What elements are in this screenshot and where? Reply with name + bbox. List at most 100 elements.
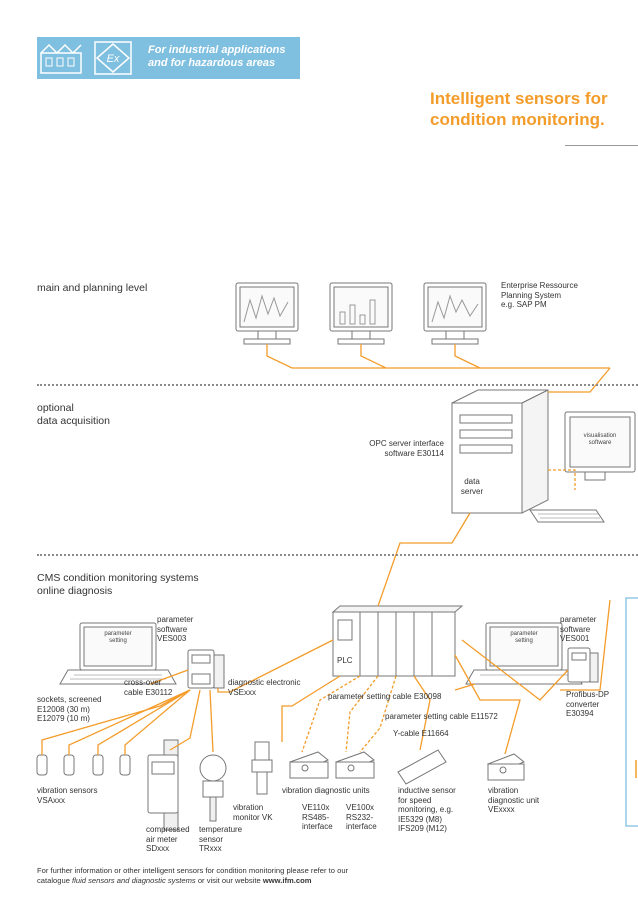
param-cable-e30098-label: parameter setting cable E30098 (328, 692, 442, 701)
data-server-tower (451, 389, 549, 514)
vib-diag-units-label: vibration diagnostic units (282, 786, 370, 795)
air-line-1: compressed (146, 825, 190, 834)
section-divider-1 (37, 384, 638, 386)
vib-diag-unit-line-1: vibration (488, 786, 519, 795)
footer-catalogue-text: catalogue (37, 876, 73, 885)
ve110-line-2: RS485- (302, 812, 330, 822)
section-cms: CMS condition monitoring systems online … (37, 572, 199, 598)
ve100-line-3: interface (346, 822, 377, 831)
air-line-2: air meter (146, 834, 178, 844)
title-line-2: condition monitoring. (430, 110, 605, 129)
air-line-3: SDxxx (146, 844, 170, 853)
banner-line-1: For industrial applications (148, 44, 286, 56)
sockets-line-1: sockets, screened (37, 695, 102, 704)
title-line-1: Intelligent sensors for (430, 89, 608, 108)
right-param-setting-line-1: parameter (510, 631, 538, 637)
erp-monitor-2 (329, 282, 393, 345)
visualisation-line-2: software (588, 440, 612, 446)
profibus-line-3: E30394 (566, 709, 594, 718)
diag-electronic-label: diagnostic electronic VSExxx (228, 678, 300, 697)
data-server-line-1: data (464, 477, 480, 486)
footer-website-link[interactable]: www.ifm.com (262, 876, 312, 885)
page-title: Intelligent sensors for condition monito… (430, 88, 608, 130)
section-optional-line-1: optional (37, 402, 74, 414)
vib-diag-unit-line-2: diagnostic unit (488, 795, 540, 805)
svg-text:Ex: Ex (107, 53, 120, 65)
sockets-label: sockets, screened E12008 (30 m) E12079 (… (37, 695, 101, 724)
ve110-line-3: interface (302, 822, 333, 831)
factory-icon (37, 39, 85, 77)
plc-unit (331, 605, 464, 677)
data-server-label: data server (458, 477, 486, 496)
footer-line-2: catalogue fluid sensors and diagnostic s… (37, 876, 348, 886)
crossover-cable-label: cross-over cable E30112 (124, 678, 172, 697)
erp-monitor-3 (423, 282, 487, 345)
footer-line-1: For further information or other intelli… (37, 866, 349, 875)
air-meter-label: compressed air meter SDxxx (146, 825, 190, 854)
temp-line-2: sensor (199, 834, 224, 844)
ycable-label: Y-cable E11664 (393, 729, 449, 738)
erp-monitor-1 (235, 282, 299, 345)
erp-label: Enterprise Ressource Planning System e.g… (501, 281, 578, 310)
inductive-line-3: monitoring, e.g. (398, 805, 454, 814)
left-laptop-screen-label: parameter setting (84, 631, 152, 645)
erp-line-3: e.g. SAP PM (501, 300, 547, 309)
vib-sensors-line-1: vibration sensors (37, 786, 98, 795)
diag-elec-line-2: VSExxx (228, 687, 257, 697)
profibus-converter (567, 647, 599, 683)
vib-monitor-line-1: vibration (233, 803, 264, 812)
param-cable-e11572-label: parameter setting cable E11572 (385, 712, 498, 721)
vib-sensors-line-2: VSAxxx (37, 795, 66, 805)
footer-website-text: or visit our website (195, 876, 263, 885)
crossover-line-1: cross-over (124, 678, 162, 687)
footer-catalogue-title: fluid sensors and diagnostic systems (72, 876, 196, 885)
vib-diag-unit-label: vibration diagnostic unit VExxxx (488, 786, 539, 815)
param-software-left-label: parameter software VES003 (157, 615, 193, 644)
ve110-line-1: VE110x (302, 803, 330, 812)
sockets-line-2: E12008 (30 m) (37, 704, 90, 714)
param-sw-right-line-2: software (560, 624, 591, 634)
ve100-line-1: VE100x (346, 803, 375, 812)
erp-line-1: Enterprise Ressource (501, 281, 578, 290)
visualisation-label: visualisation software (570, 433, 630, 447)
right-laptop-screen-label: parameter setting (490, 631, 558, 645)
sockets-line-3: E12079 (10 m) (37, 714, 90, 723)
footer-note: For further information or other intelli… (37, 866, 348, 886)
param-software-right-label: parameter software VES001 (560, 615, 596, 644)
vib-monitor-line-2: monitor VK (233, 812, 273, 822)
section-optional: optional data acquisition (37, 402, 110, 428)
opc-label: OPC server interface software E30114 (362, 439, 444, 458)
inductive-sensor-device (397, 749, 447, 785)
profibus-label: Profibus-DP converter E30394 (566, 690, 609, 719)
ve-diag-device (487, 753, 525, 781)
section-cms-line-2: online diagnosis (37, 585, 113, 597)
vibration-sensors-label: vibration sensors VSAxxx (37, 786, 97, 805)
right-laptop (465, 622, 583, 685)
section-cms-line-1: CMS condition monitoring systems (37, 572, 199, 584)
opc-line-2: software E30114 (384, 448, 444, 458)
section-optional-line-2: data acquisition (37, 415, 110, 427)
temp-line-1: temperature (199, 825, 243, 834)
data-server-line-2: server (460, 486, 484, 496)
inductive-line-5: IFS209 (M12) (398, 824, 447, 833)
left-laptop (59, 622, 177, 685)
left-param-setting-line-2: setting (109, 638, 127, 644)
inductive-line-1: inductive sensor (398, 786, 456, 795)
right-param-setting-line-2: setting (515, 638, 533, 644)
param-sw-right-line-3: VES001 (560, 634, 590, 643)
inductive-sensor-label: inductive sensor for speed monitoring, e… (398, 786, 456, 834)
visualisation-line-1: visualisation (583, 433, 617, 439)
erp-line-2: Planning System (501, 290, 562, 300)
vib-diag-unit-line-3: VExxxx (488, 805, 515, 814)
title-rule (565, 145, 638, 146)
ve110-unit (289, 751, 329, 779)
param-sw-right-line-1: parameter (560, 615, 597, 624)
opc-line-1: OPC server interface (369, 439, 444, 448)
temp-line-3: TRxxx (199, 844, 222, 853)
param-sw-left-line-3: VES003 (157, 634, 187, 643)
banner-text: For industrial applications and for haza… (148, 44, 286, 70)
ve100-unit (335, 751, 375, 779)
section-main-planning: main and planning level (37, 282, 148, 294)
banner-line-2: and for hazardous areas (148, 57, 276, 69)
